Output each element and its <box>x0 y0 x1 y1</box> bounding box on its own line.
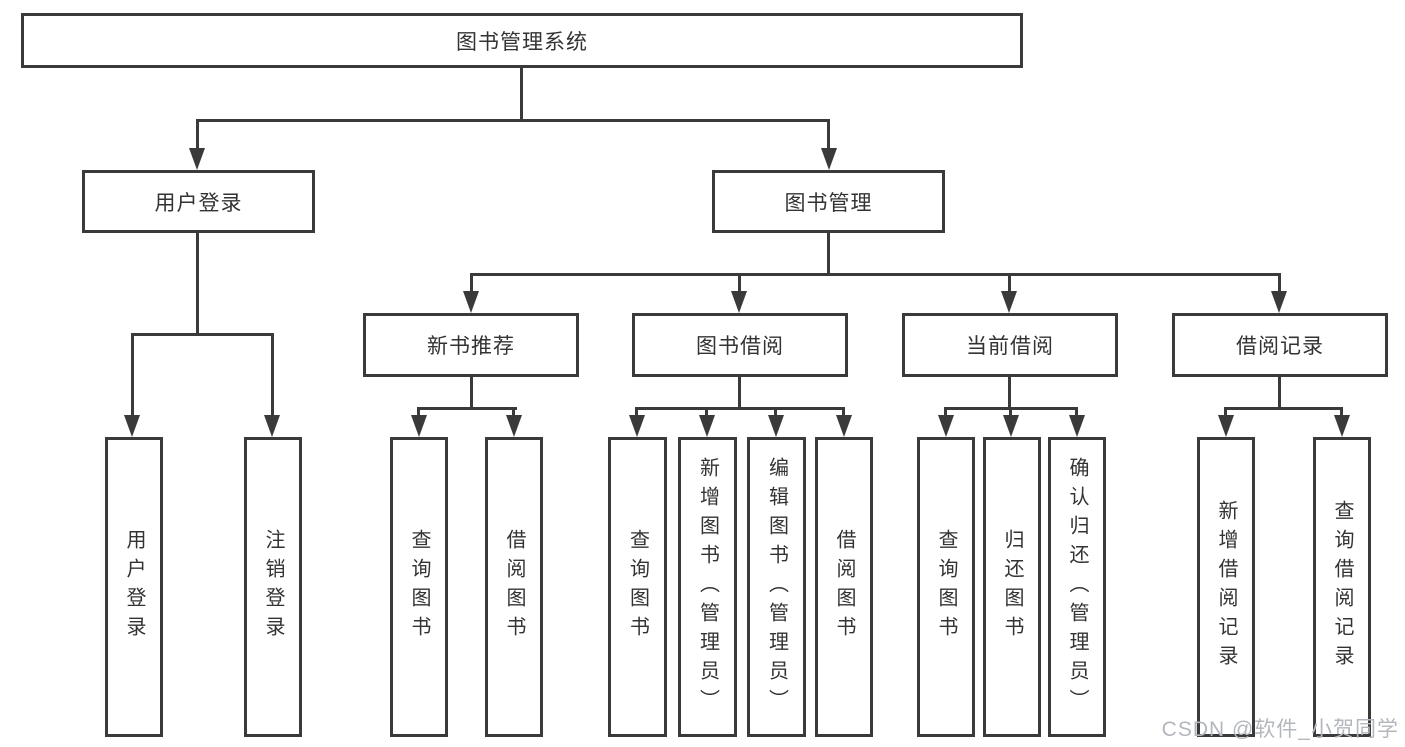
connector-line <box>470 273 473 291</box>
connector-line <box>635 407 638 417</box>
connector-line <box>470 377 473 410</box>
arrow-down-icon <box>629 415 645 437</box>
leaf-confirm-return-admin: 确认归还（管理员） <box>1048 437 1106 737</box>
connector-line <box>827 119 830 149</box>
connector-line <box>635 407 845 410</box>
connector-line <box>827 233 830 276</box>
node-label: 新书推荐 <box>427 335 515 358</box>
leaf-logout: 注销登录 <box>244 437 302 737</box>
arrow-down-icon <box>699 415 715 437</box>
connector-line <box>131 333 134 417</box>
leaf-label: 查询借阅记录 <box>1331 500 1353 674</box>
leaf-label: 注销登录 <box>262 529 284 645</box>
arrow-down-icon <box>768 415 784 437</box>
arrow-down-icon <box>124 415 140 437</box>
arrow-down-icon <box>463 291 479 313</box>
connector-line <box>1075 407 1078 417</box>
connector-line <box>131 333 274 336</box>
leaf-label: 确认归还（管理员） <box>1066 456 1088 718</box>
connector-line <box>738 273 741 291</box>
leaf-borrow-books: 借阅图书 <box>815 437 873 737</box>
leaf-label: 归还图书 <box>1001 529 1023 645</box>
connector-line <box>1224 407 1227 417</box>
leaf-label: 查询图书 <box>408 529 430 645</box>
arrow-down-icon <box>506 415 522 437</box>
leaf-user-login: 用户登录 <box>105 437 163 737</box>
arrow-down-icon <box>1271 291 1287 313</box>
arrow-down-icon <box>821 148 837 170</box>
leaf-label: 借阅图书 <box>833 529 855 645</box>
arrow-down-icon <box>1001 291 1017 313</box>
connector-line <box>1278 273 1281 291</box>
csdn-watermark: CSDN @软件_小贺同学 <box>1161 718 1399 741</box>
connector-line <box>842 407 845 417</box>
arrow-down-icon <box>1334 415 1350 437</box>
leaf-query-books: 查询图书 <box>390 437 448 737</box>
arrow-down-icon <box>1218 415 1234 437</box>
connector-line <box>1008 273 1011 291</box>
root-node: 图书管理系统 <box>21 13 1023 68</box>
leaf-label: 新增借阅记录 <box>1215 500 1237 674</box>
leaf-label: 查询图书 <box>626 529 649 645</box>
connector-line <box>1278 377 1281 410</box>
connector-line <box>196 119 199 149</box>
node-label: 借阅记录 <box>1236 335 1324 358</box>
leaf-add-books-admin: 新增图书（管理员） <box>678 437 737 737</box>
arrow-down-icon <box>264 415 280 437</box>
node-book-borrow: 图书借阅 <box>632 313 848 377</box>
connector-line <box>512 407 515 417</box>
node-label: 当前借阅 <box>966 335 1054 358</box>
node-label: 图书管理 <box>784 191 873 215</box>
leaf-label: 编辑图书（管理员） <box>765 456 788 718</box>
connector-line <box>470 273 1281 276</box>
leaf-label: 用户登录 <box>123 529 145 645</box>
connector-line <box>271 333 274 417</box>
leaf-query-borrow-record: 查询借阅记录 <box>1313 437 1371 737</box>
leaf-query-books: 查询图书 <box>917 437 975 737</box>
arrow-down-icon <box>1003 415 1019 437</box>
arrow-down-icon <box>836 415 852 437</box>
connector-line <box>196 119 830 122</box>
connector-line <box>774 407 777 417</box>
connector-line <box>1008 377 1011 410</box>
node-new-book-recommend: 新书推荐 <box>363 313 579 377</box>
connector-line <box>417 407 420 417</box>
leaf-label: 借阅图书 <box>503 529 525 645</box>
arrow-down-icon <box>1069 415 1085 437</box>
leaf-label: 新增图书（管理员） <box>696 456 719 718</box>
arrow-down-icon <box>938 415 954 437</box>
node-user-login: 用户登录 <box>82 170 315 233</box>
connector-line <box>738 377 741 410</box>
connector-line <box>417 407 517 410</box>
connector-line <box>944 407 947 417</box>
connector-line <box>1224 407 1343 410</box>
connector-line <box>520 68 523 120</box>
arrow-down-icon <box>411 415 427 437</box>
connector-line <box>1009 407 1012 417</box>
node-book-management: 图书管理 <box>712 170 945 233</box>
leaf-return-books: 归还图书 <box>983 437 1041 737</box>
connector-line <box>196 233 199 336</box>
leaf-edit-books-admin: 编辑图书（管理员） <box>747 437 806 737</box>
arrow-down-icon <box>731 291 747 313</box>
connector-line <box>705 407 708 417</box>
leaf-borrow-books: 借阅图书 <box>485 437 543 737</box>
connector-line <box>1340 407 1343 417</box>
node-borrow-records: 借阅记录 <box>1172 313 1388 377</box>
node-label: 用户登录 <box>154 191 243 215</box>
leaf-query-books: 查询图书 <box>608 437 667 737</box>
node-current-borrow: 当前借阅 <box>902 313 1118 377</box>
node-label: 图书借阅 <box>696 335 784 358</box>
arrow-down-icon <box>189 148 205 170</box>
node-label: 图书管理系统 <box>456 30 588 54</box>
leaf-add-borrow-record: 新增借阅记录 <box>1197 437 1255 737</box>
leaf-label: 查询图书 <box>935 529 957 645</box>
